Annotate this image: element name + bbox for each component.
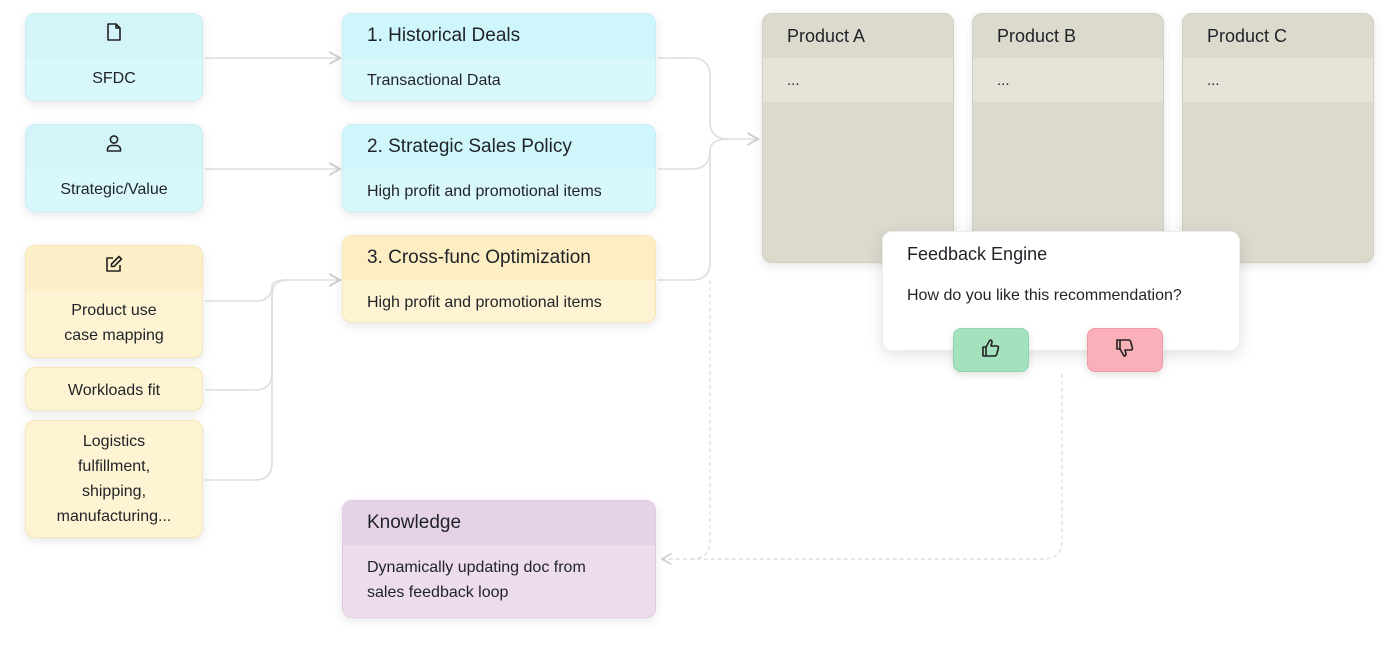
- connector-historical-to-products: [658, 57, 758, 139]
- feedback-engine-panel: Feedback Engine How do you like this rec…: [882, 231, 1240, 351]
- document-icon: [106, 23, 122, 49]
- source-label: Workloads fit: [67, 381, 161, 399]
- product-row: ...: [763, 58, 953, 102]
- user-icon: [105, 134, 123, 160]
- connector-workloads-to-optimization: [205, 279, 289, 391]
- source-card-product-use-case: Product use case mapping: [25, 245, 203, 358]
- source-label: SFDC: [92, 70, 136, 87]
- product-title: Product C: [1207, 25, 1288, 46]
- feedback-question: How do you like this recommendation?: [907, 287, 1182, 304]
- stage-text: High profit and promotional items: [367, 294, 602, 311]
- product-row: ...: [1183, 58, 1373, 102]
- knowledge-card: Knowledge Dynamically updating doc from …: [342, 500, 656, 618]
- connector-logistics-to-optimization: [205, 296, 273, 481]
- source-label-line: shipping,: [81, 483, 147, 500]
- product-title: Product B: [997, 25, 1077, 46]
- product-card-a: Product A ...: [762, 13, 954, 263]
- stage-card-cross-func-optimization: 3. Cross-func Optimization High profit a…: [342, 235, 656, 323]
- connector-optimization-to-products: [658, 151, 711, 281]
- stage-text: Transactional Data: [367, 72, 501, 89]
- source-card-strategic-value: Strategic/Value: [25, 124, 203, 212]
- connector-feedback-to-knowledge: [662, 374, 1063, 559]
- thumbs-up-icon: [981, 338, 1001, 363]
- source-card-sfdc: SFDC: [25, 13, 203, 101]
- thumbs-up-button[interactable]: [953, 328, 1029, 372]
- stage-title: 2. Strategic Sales Policy: [343, 125, 655, 169]
- product-title: Product A: [787, 25, 866, 46]
- connector-loop-vertical: [691, 280, 711, 560]
- stage-title: 1. Historical Deals: [343, 14, 655, 58]
- source-label-line: Product use: [71, 302, 157, 319]
- stage-text: High profit and promotional items: [367, 183, 602, 200]
- source-label-line: fulfillment,: [77, 458, 151, 475]
- source-label-line: manufacturing...: [56, 508, 172, 525]
- thumbs-down-icon: [1115, 338, 1135, 363]
- stage-title: 3. Cross-func Optimization: [343, 236, 655, 280]
- stage-card-historical-deals: 1. Historical Deals Transactional Data: [342, 13, 656, 101]
- knowledge-text-line: Dynamically updating doc from: [367, 559, 586, 576]
- knowledge-text-line: sales feedback loop: [367, 584, 509, 601]
- source-label: Strategic/Value: [60, 181, 168, 198]
- stage-card-strategic-sales-policy: 2. Strategic Sales Policy High profit an…: [342, 124, 656, 212]
- product-row: ...: [973, 58, 1163, 102]
- source-card-workloads-fit: Workloads fit: [25, 367, 203, 411]
- product-card-c: Product C ...: [1182, 13, 1374, 263]
- product-card-b: Product B ...: [972, 13, 1164, 263]
- edit-icon: [105, 255, 123, 281]
- thumbs-down-button[interactable]: [1087, 328, 1163, 372]
- source-label-line: case mapping: [64, 327, 164, 344]
- connector-policy-to-products: [658, 138, 729, 170]
- knowledge-title: Knowledge: [343, 501, 655, 545]
- source-card-logistics: Logistics fulfillment, shipping, manufac…: [25, 420, 203, 538]
- source-label-line: Logistics: [82, 433, 146, 450]
- feedback-title: Feedback Engine: [907, 244, 1048, 264]
